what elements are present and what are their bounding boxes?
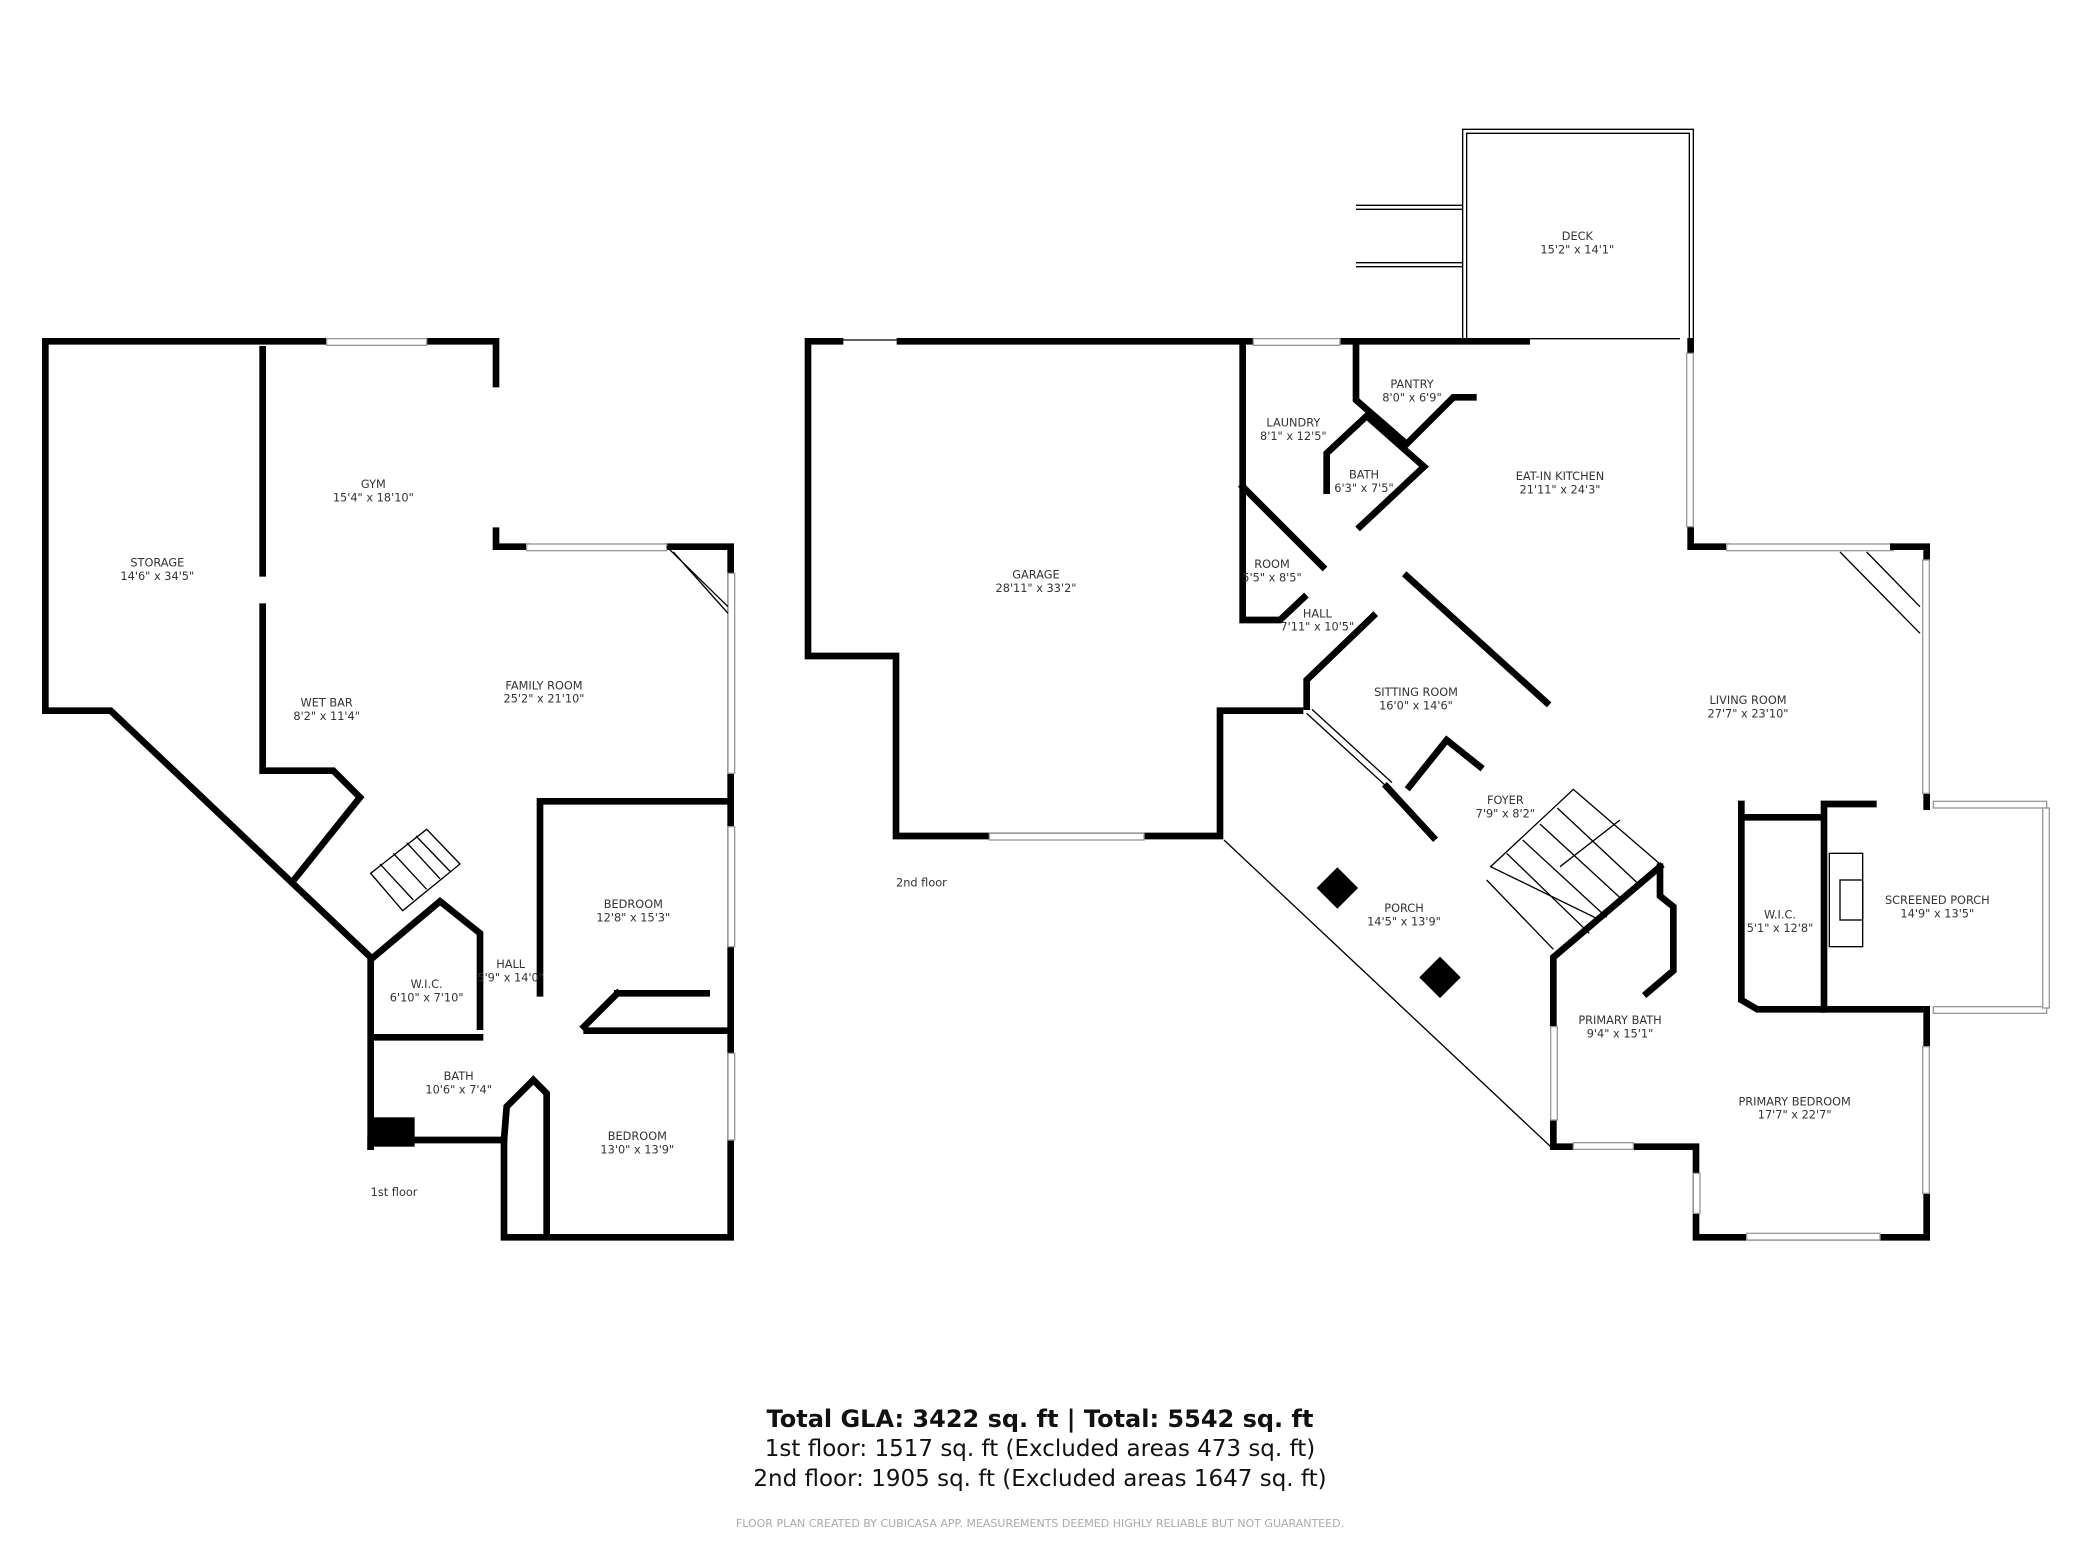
room-dims: 8'1" x 12'5": [1260, 429, 1327, 443]
room-name: WET BAR: [301, 696, 353, 710]
room-name: SITTING ROOM: [1374, 685, 1458, 699]
room-dims: 10'6" x 7'4": [425, 1082, 492, 1096]
room-dims: 6'3" x 7'5": [1334, 481, 1393, 495]
floor-label: 1st floor: [371, 1185, 418, 1199]
room-name: HALL: [496, 957, 526, 971]
second-floor-area: 2nd floor: 1905 sq. ft (Excluded areas 1…: [753, 1466, 1327, 1492]
room-dims: 13'0" x 13'9": [600, 1142, 674, 1156]
room-dims: 17'7" x 22'7": [1758, 1108, 1832, 1122]
room-name: BEDROOM: [608, 1129, 667, 1143]
room-dims: 15'4" x 18'10": [333, 490, 414, 504]
room-dims: 7'9" x 8'2": [1476, 806, 1535, 820]
first-floor-area: 1st floor: 1517 sq. ft (Excluded areas 4…: [764, 1436, 1316, 1462]
room-name: PANTRY: [1390, 377, 1433, 391]
first-floor-labels: STORAGE 14'6" x 34'5" GYM 15'4" x 18'10"…: [120, 477, 674, 1199]
room-dims: 21'11" x 24'3": [1519, 482, 1600, 496]
room-name: LAUNDRY: [1266, 416, 1320, 430]
total-area: Total GLA: 3422 sq. ft | Total: 5542 sq.…: [766, 1405, 1314, 1433]
first-floor-walls: [42, 338, 736, 1241]
room-name: FAMILY ROOM: [505, 678, 582, 692]
room-dims: 6'10" x 7'10": [390, 990, 464, 1004]
room-name: GARAGE: [1012, 568, 1059, 582]
room-dims: 14'5" x 13'9": [1367, 914, 1441, 928]
floor-label: 2nd floor: [896, 876, 947, 890]
room-dims: 14'9" x 13'5": [1900, 906, 1974, 920]
room-dims: 7'11" x 10'5": [1280, 620, 1354, 634]
room-name: DECK: [1562, 229, 1594, 243]
room-dims: 16'0" x 14'6": [1379, 698, 1453, 712]
room-dims: 14'6" x 34'5": [120, 569, 194, 583]
room-dims: 5'5" x 8'5": [1242, 570, 1301, 584]
room-dims: 5'9" x 14'0": [477, 970, 544, 984]
room-dims: 8'0" x 6'9": [1382, 390, 1441, 404]
second-floor-labels: DECK 15'2" x 14'1" GARAGE 28'11" x 33'2"…: [896, 229, 1990, 1122]
room-name: LIVING ROOM: [1709, 693, 1786, 707]
room-name: PORCH: [1384, 901, 1423, 915]
room-dims: 5'1" x 12'8": [1747, 921, 1814, 935]
room-dims: 28'11" x 33'2": [995, 581, 1076, 595]
room-dims: 8'2" x 11'4": [293, 709, 360, 723]
room-name: PRIMARY BEDROOM: [1738, 1094, 1850, 1108]
room-name: EAT-IN KITCHEN: [1516, 469, 1605, 483]
room-dims: 15'2" x 14'1": [1540, 242, 1614, 256]
room-name: FOYER: [1487, 793, 1524, 807]
room-dims: 27'7" x 23'10": [1707, 706, 1788, 720]
room-name: HALL: [1303, 606, 1333, 620]
staircase: [1489, 788, 1661, 934]
staircase: [369, 828, 461, 912]
room-name: W.I.C.: [411, 977, 443, 991]
room-dims: 25'2" x 21'10": [503, 692, 584, 706]
room-dims: 9'4" x 15'1": [1587, 1026, 1654, 1040]
room-name: BEDROOM: [604, 897, 663, 911]
room-name: PRIMARY BATH: [1578, 1013, 1661, 1027]
disclaimer: FLOOR PLAN CREATED BY CUBICASA APP. MEAS…: [735, 1517, 1345, 1530]
second-floor-walls: [804, 128, 2050, 1241]
room-dims: 12'8" x 15'3": [596, 910, 670, 924]
room-name: STORAGE: [130, 556, 184, 570]
room-name: GYM: [361, 477, 386, 491]
room-name: W.I.C.: [1764, 908, 1796, 922]
room-name: SCREENED PORCH: [1885, 893, 1990, 907]
room-name: BATH: [444, 1069, 474, 1083]
room-name: BATH: [1349, 468, 1379, 482]
room-name: ROOM: [1254, 557, 1289, 571]
